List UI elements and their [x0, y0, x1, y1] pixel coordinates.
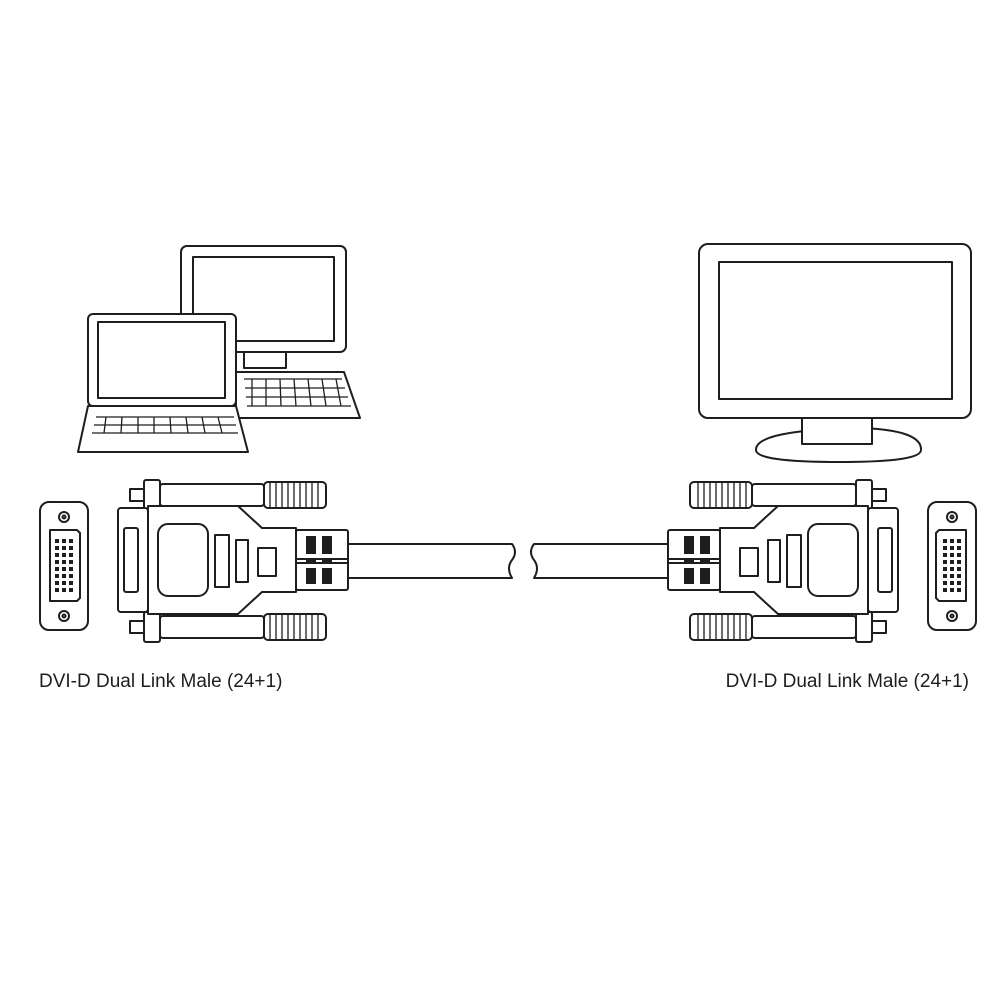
dvi-plug-icon — [117, 479, 349, 643]
display-monitor-icon — [698, 243, 972, 463]
cable-icon — [347, 543, 669, 579]
dvi-plug-icon — [667, 479, 899, 643]
left-connector-label: DVI-D Dual Link Male (24+1) — [39, 671, 282, 692]
dvi-port-face-icon — [927, 501, 977, 631]
laptop-icon — [77, 313, 249, 453]
dvi-port-face-icon — [39, 501, 89, 631]
right-connector-label: DVI-D Dual Link Male (24+1) — [726, 671, 969, 692]
